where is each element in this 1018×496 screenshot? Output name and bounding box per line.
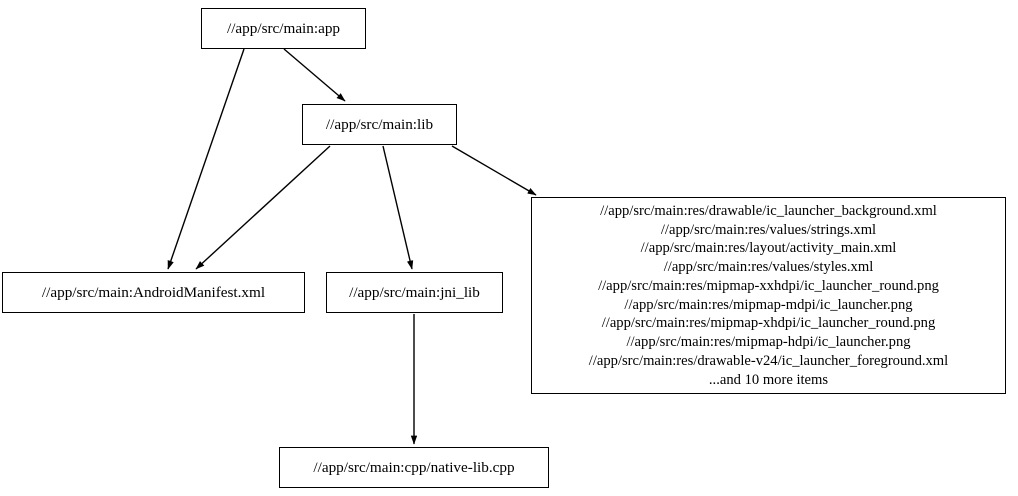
node-label: //app/src/main:jni_lib — [349, 283, 480, 301]
edge-lib-to-jni-lib — [382, 145, 414, 270]
node-label: //app/src/main:cpp/native-lib.cpp — [313, 458, 515, 476]
edge-lib-to-manifest — [195, 145, 331, 270]
edge-app-to-lib — [283, 48, 346, 102]
edge-app-to-manifest — [167, 48, 245, 270]
node-label: //app/src/main:res/drawable/ic_launcher_… — [588, 202, 949, 388]
edge-lib-to-resources — [451, 145, 537, 196]
node-lib[interactable]: //app/src/main:lib — [302, 104, 457, 145]
node-resources-group[interactable]: //app/src/main:res/drawable/ic_launcher_… — [531, 197, 1006, 394]
node-label: //app/src/main:lib — [325, 115, 434, 133]
node-label: //app/src/main:AndroidManifest.xml — [41, 283, 266, 301]
node-app[interactable]: //app/src/main:app — [201, 8, 366, 49]
node-jni-lib[interactable]: //app/src/main:jni_lib — [326, 272, 503, 313]
node-native-lib-cpp[interactable]: //app/src/main:cpp/native-lib.cpp — [279, 447, 549, 488]
node-android-manifest[interactable]: //app/src/main:AndroidManifest.xml — [2, 272, 305, 313]
node-label: //app/src/main:app — [226, 19, 341, 37]
